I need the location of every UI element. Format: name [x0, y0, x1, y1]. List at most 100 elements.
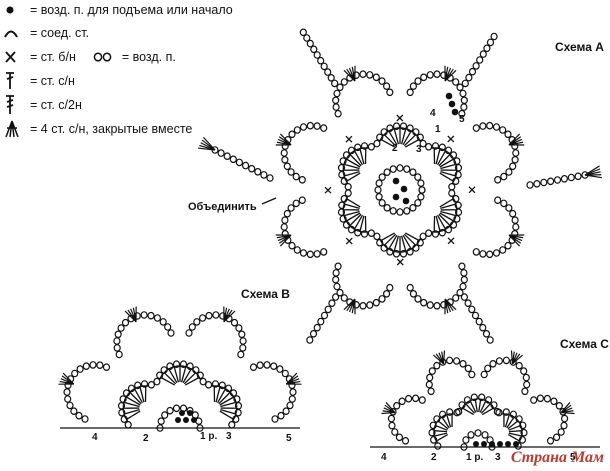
petal-dc	[349, 153, 362, 167]
cluster-stitch	[343, 298, 356, 311]
outer-loop	[386, 283, 394, 292]
arm-chain	[313, 51, 321, 59]
outer-loop	[283, 162, 291, 171]
petal-dc	[383, 233, 397, 246]
outer-loop	[81, 415, 89, 423]
dc-top	[342, 172, 346, 180]
outer-loop	[219, 312, 227, 320]
join-arrow	[261, 197, 277, 205]
center-ring	[414, 199, 422, 207]
outer-loop	[426, 301, 434, 309]
dc-top	[391, 127, 398, 131]
outer-loop	[293, 246, 301, 254]
sc-stitch	[345, 135, 353, 143]
petal-chain	[406, 248, 414, 256]
outer-loop	[492, 123, 501, 131]
arm-chain	[567, 173, 575, 182]
row-mark: 4	[381, 452, 387, 463]
start-dot	[179, 410, 185, 416]
petal-dc	[124, 409, 140, 415]
dc-top	[124, 394, 129, 400]
petal-chain	[134, 381, 142, 390]
petal-chain	[205, 380, 213, 389]
outer-loop	[536, 394, 545, 403]
center-ring	[396, 164, 404, 172]
petal-chain	[520, 428, 528, 437]
dc-top	[344, 178, 349, 185]
dc-top	[417, 237, 422, 244]
outer-loop	[433, 301, 441, 310]
outer-loop	[393, 401, 401, 410]
petal-dc	[125, 396, 141, 406]
dc-top	[171, 365, 178, 369]
petal-chain	[518, 436, 527, 444]
petal-chain	[438, 143, 446, 152]
arm-chain	[327, 74, 335, 82]
dc-top	[344, 195, 349, 202]
dc-top	[463, 401, 469, 407]
petal-chain	[354, 228, 362, 237]
dc-top	[443, 413, 450, 417]
petal-chain	[179, 360, 188, 369]
petal-chain	[199, 377, 207, 386]
arm-chain	[299, 28, 307, 37]
cluster-stitch	[442, 350, 446, 364]
legend-text: = ст. с/н	[30, 74, 75, 88]
arm-chain	[223, 152, 231, 161]
dc-top	[454, 161, 458, 168]
outer-loop	[336, 288, 344, 297]
cluster-stitch	[385, 402, 396, 413]
scheme-a-title: Схема A	[555, 40, 604, 54]
dc-top	[442, 148, 449, 153]
scheme-b-title: Схема B	[241, 287, 290, 301]
dc-top	[408, 128, 415, 134]
petal-dc	[507, 420, 519, 430]
arm-chain	[320, 311, 329, 320]
petal-dc	[404, 232, 420, 242]
outer-loop	[414, 77, 422, 85]
outer-loop	[480, 370, 488, 379]
petal-dc	[482, 407, 494, 416]
sc-stitch	[345, 237, 353, 245]
petal-dc	[217, 388, 227, 404]
cluster-stitch	[584, 174, 602, 179]
petal-dc	[393, 128, 400, 145]
arm-chain	[468, 67, 477, 76]
outer-loop	[283, 209, 291, 218]
dc-top	[378, 237, 383, 244]
dc-top	[385, 246, 392, 252]
outer-loop	[550, 397, 558, 406]
petal-dc	[435, 424, 448, 431]
dc-top	[193, 370, 199, 376]
petal-chain	[228, 420, 236, 429]
outer-loop	[383, 289, 391, 298]
cluster-stitch	[512, 354, 523, 365]
outer-loop	[238, 330, 246, 339]
start-dot	[481, 441, 487, 447]
arm-chain	[476, 56, 484, 64]
petal-dc	[163, 372, 177, 385]
row-mark: 2	[431, 452, 437, 463]
dc-top	[413, 132, 419, 138]
outer-loop	[281, 216, 289, 225]
arm-chain	[235, 158, 243, 167]
start-dot	[505, 441, 511, 447]
petal-chain	[354, 143, 362, 152]
outer-loop	[472, 124, 480, 132]
outer-loop	[287, 168, 295, 176]
petal-chain	[406, 124, 414, 133]
petal-chain	[211, 380, 220, 388]
petal-dc	[182, 368, 192, 384]
petal-dc	[440, 203, 456, 209]
dc-top	[342, 161, 346, 168]
outer-loop	[359, 70, 367, 79]
dc-top	[408, 246, 415, 252]
dc-top	[451, 178, 456, 185]
outer-loop	[277, 411, 285, 420]
arm-chain	[217, 149, 225, 157]
outer-loop	[193, 318, 201, 326]
dc-top	[347, 223, 353, 229]
legend-row-slip: = соед. ст.	[4, 23, 89, 43]
petal-dc	[359, 215, 365, 232]
dc-top	[491, 405, 496, 411]
